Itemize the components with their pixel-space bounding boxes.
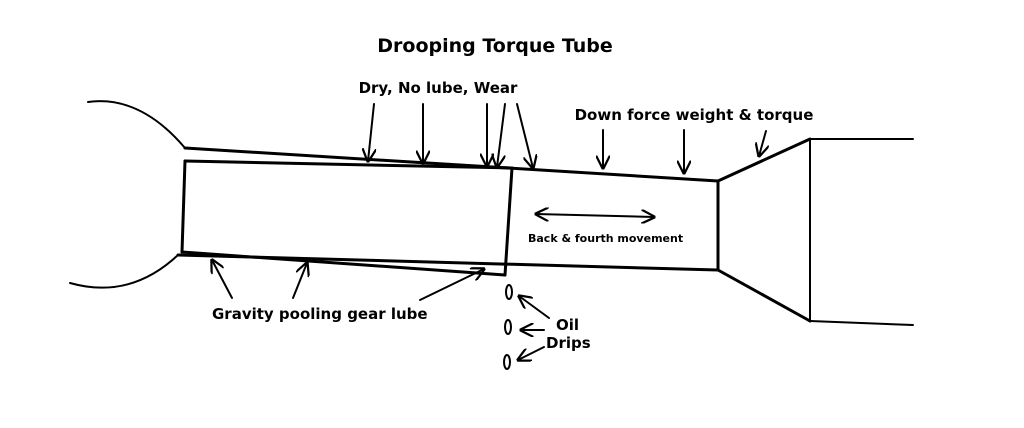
diagram-title: Drooping Torque Tube: [377, 35, 612, 57]
gravity-pooling-arrows: [212, 260, 484, 301]
rear-housing: [716, 137, 914, 326]
oil-drip-arrows: [518, 296, 550, 360]
oil-label: Oil: [556, 316, 579, 334]
inner-shaft: [180, 159, 514, 277]
oil-drops: [503, 284, 513, 370]
back-forth-label: Back & fourth movement: [528, 232, 683, 245]
dry-wear-arrows: [368, 103, 533, 168]
drips-label: Drips: [546, 334, 591, 352]
down-force-label: Down force weight & torque: [575, 106, 814, 124]
gravity-pooling-label: Gravity pooling gear lube: [212, 305, 428, 323]
housing-bell: [69, 100, 186, 289]
down-force-arrows: [603, 129, 766, 173]
dry-no-lube-wear-label: Dry, No lube, Wear: [359, 79, 518, 97]
back-forth-double-arrow: [536, 214, 654, 217]
